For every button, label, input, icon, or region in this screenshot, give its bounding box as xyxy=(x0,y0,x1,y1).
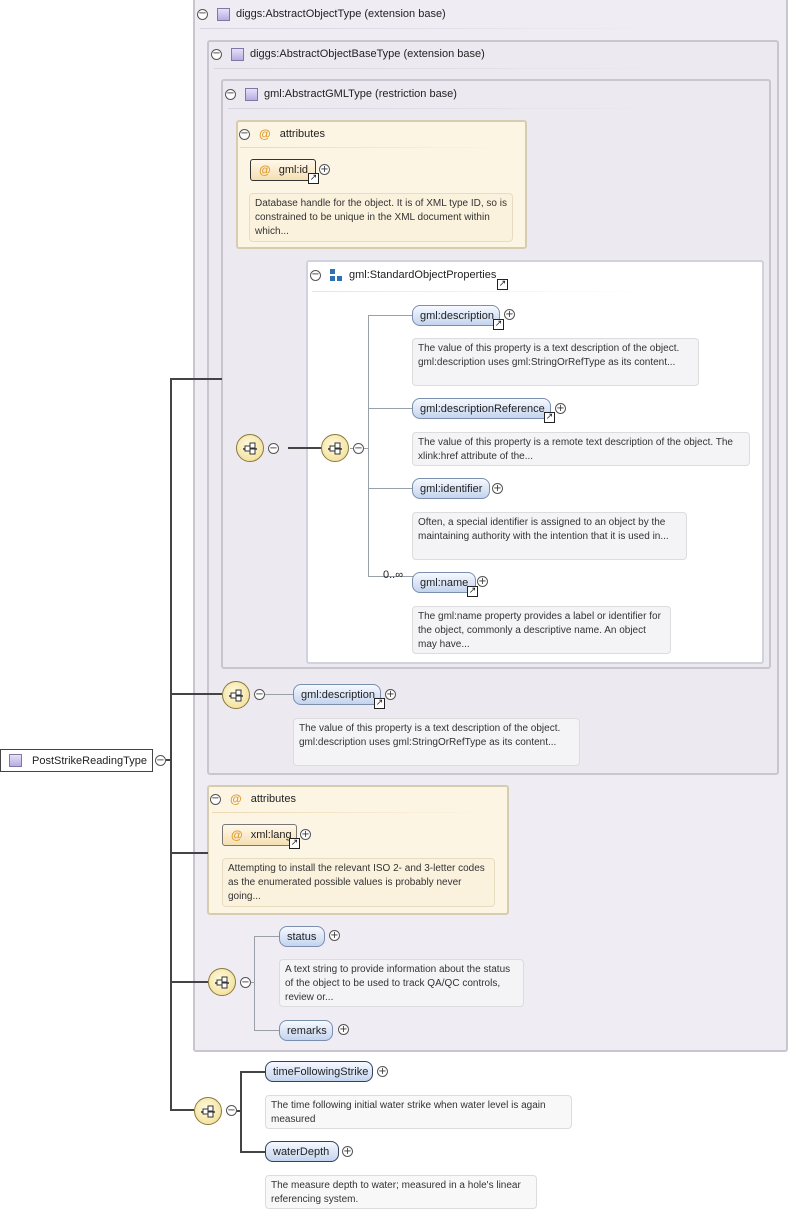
remarks-label: remarks xyxy=(287,1024,327,1037)
panel-abstract-object-header[interactable]: − diggs:AbstractObjectType (extension ba… xyxy=(197,5,446,23)
panel-abstract-object-base-title: diggs:AbstractObjectBaseType (extension … xyxy=(250,48,485,60)
collapse-icon[interactable]: − xyxy=(211,48,222,60)
type-icon xyxy=(9,754,22,767)
collapse-icon[interactable]: − xyxy=(197,8,208,20)
link-icon[interactable]: ↗ xyxy=(289,838,300,849)
standard-item-description-reference-label: gml:descriptionReference xyxy=(420,402,545,415)
gml-attributes-title: attributes xyxy=(279,128,325,140)
collapse-icon[interactable]: − xyxy=(226,1104,237,1116)
expand-icon[interactable]: + xyxy=(377,1065,388,1077)
collapse-icon[interactable]: − xyxy=(239,128,250,140)
status-element[interactable]: status xyxy=(279,926,325,947)
standard-item-name-cardinality: 0..∞ xyxy=(383,569,404,581)
expand-icon[interactable]: + xyxy=(492,482,503,494)
sequence-icon[interactable] xyxy=(208,968,236,996)
link-icon[interactable]: ↗ xyxy=(467,586,478,597)
standard-item-name-doc: The gml:name property provides a label o… xyxy=(412,606,671,654)
water-depth-label: waterDepth xyxy=(273,1145,330,1158)
panel-abstract-object-title: diggs:AbstractObjectType (extension base… xyxy=(236,8,446,20)
standard-props-header[interactable]: − gml:StandardObjectProperties xyxy=(310,266,496,284)
gml-attributes-header[interactable]: − @ attributes xyxy=(239,125,325,143)
attribute-icon: @ xyxy=(259,127,271,141)
standard-item-description-reference[interactable]: gml:descriptionReference xyxy=(412,398,551,419)
standard-props-title: gml:StandardObjectProperties xyxy=(349,269,497,281)
sequence-icon[interactable] xyxy=(194,1097,222,1125)
gml-id-doc: Database handle for the object. It is of… xyxy=(249,193,513,242)
expand-icon[interactable]: + xyxy=(300,828,311,840)
time-following-strike-label: timeFollowingStrike xyxy=(273,1065,369,1078)
attribute-icon: @ xyxy=(231,828,243,842)
collapse-icon[interactable]: − xyxy=(254,688,265,700)
sequence-icon[interactable] xyxy=(222,681,250,709)
expand-icon[interactable]: + xyxy=(319,163,330,175)
link-icon[interactable]: ↗ xyxy=(374,698,385,709)
expand-icon[interactable]: + xyxy=(385,688,396,700)
xml-attributes-header[interactable]: − @ attributes xyxy=(210,790,296,808)
panel-abstract-gml-header[interactable]: − gml:AbstractGMLType (restriction base) xyxy=(225,85,457,103)
xml-lang-attribute[interactable]: @ xml:lang xyxy=(222,824,297,846)
standard-item-identifier-doc: Often, a special identifier is assigned … xyxy=(412,512,687,560)
collapse-icon[interactable]: − xyxy=(353,442,364,454)
attribute-icon: @ xyxy=(230,792,242,806)
expand-icon[interactable]: + xyxy=(555,402,566,414)
expand-icon[interactable]: + xyxy=(477,575,488,587)
expand-icon[interactable]: + xyxy=(504,308,515,320)
standard-item-description-label: gml:description xyxy=(420,309,494,322)
link-icon[interactable]: ↗ xyxy=(544,412,555,423)
root-label: PostStrikeReadingType xyxy=(32,754,147,767)
expand-icon[interactable]: + xyxy=(338,1023,349,1035)
expand-icon[interactable]: + xyxy=(329,929,340,941)
link-icon[interactable]: ↗ xyxy=(493,319,504,330)
panel-abstract-gml-title: gml:AbstractGMLType (restriction base) xyxy=(264,88,457,100)
status-doc: A text string to provide information abo… xyxy=(279,959,524,1007)
base-description-doc: The value of this property is a text des… xyxy=(293,718,580,766)
collapse-icon[interactable]: − xyxy=(240,976,251,988)
standard-item-description[interactable]: gml:description xyxy=(412,305,500,326)
link-icon[interactable]: ↗ xyxy=(497,279,508,290)
sequence-icon[interactable] xyxy=(321,434,349,462)
link-icon[interactable]: ↗ xyxy=(308,173,319,184)
root-element[interactable]: PostStrikeReadingType xyxy=(0,749,153,772)
type-icon xyxy=(231,47,244,61)
xml-attributes-title: attributes xyxy=(250,793,296,805)
collapse-icon[interactable]: − xyxy=(268,442,279,454)
water-depth-doc: The measure depth to water; measured in … xyxy=(265,1175,537,1209)
collapse-icon[interactable]: − xyxy=(225,88,236,100)
collapse-icon[interactable]: − xyxy=(310,269,321,281)
xml-lang-label: xml:lang xyxy=(250,829,292,841)
panel-abstract-object-base-header[interactable]: − diggs:AbstractObjectBaseType (extensio… xyxy=(211,45,485,63)
collapse-icon[interactable]: − xyxy=(210,793,221,805)
standard-item-description-doc: The value of this property is a text des… xyxy=(412,338,699,386)
type-icon xyxy=(245,87,258,101)
time-following-strike-doc: The time following initial water strike … xyxy=(265,1095,572,1129)
water-depth-element[interactable]: waterDepth xyxy=(265,1141,339,1162)
standard-item-identifier[interactable]: gml:identifier xyxy=(412,478,490,499)
standard-item-name[interactable]: gml:name xyxy=(412,572,476,593)
group-icon xyxy=(330,268,343,282)
gml-id-label: gml:id xyxy=(278,164,309,176)
sequence-icon[interactable] xyxy=(236,434,264,462)
attribute-icon: @ xyxy=(259,163,271,177)
standard-item-identifier-label: gml:identifier xyxy=(420,482,483,495)
time-following-strike-element[interactable]: timeFollowingStrike xyxy=(265,1061,373,1082)
status-label: status xyxy=(287,930,317,943)
remarks-element[interactable]: remarks xyxy=(279,1020,333,1041)
collapse-icon[interactable]: − xyxy=(155,754,166,766)
standard-item-description-reference-doc: The value of this property is a remote t… xyxy=(412,432,750,466)
standard-item-name-label: gml:name xyxy=(420,576,469,589)
gml-id-attribute[interactable]: @ gml:id xyxy=(250,159,316,181)
base-description-label: gml:description xyxy=(301,688,375,701)
expand-icon[interactable]: + xyxy=(342,1145,353,1157)
base-description[interactable]: gml:description xyxy=(293,684,381,705)
type-icon xyxy=(217,7,230,21)
xml-lang-doc: Attempting to install the relevant ISO 2… xyxy=(222,858,495,907)
